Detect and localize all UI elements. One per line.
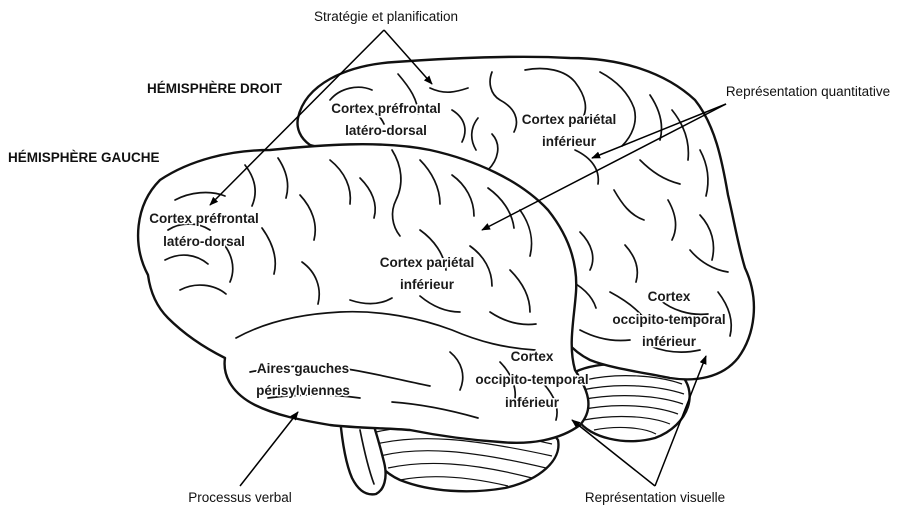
left-occipito-label-line3: inférieur [505, 395, 560, 410]
right-occipito-label-line2: occipito-temporal [612, 312, 725, 327]
right-occipito-label-line3: inférieur [642, 334, 697, 349]
right-parietal-label-line1: Cortex pariétal [522, 112, 617, 127]
right-parietal-label-line2: inférieur [542, 134, 597, 149]
left-hemisphere [138, 144, 588, 494]
left-occipito-label-line1: Cortex [511, 349, 554, 364]
right-prefrontal-label-line2: latéro-dorsal [345, 123, 427, 138]
visual-callout: Représentation visuelle [585, 490, 725, 505]
left-hemisphere-label: HÉMISPHÈRE GAUCHE [8, 150, 160, 165]
left-perisylvian-label-line2: périsylviennes [256, 383, 350, 398]
left-parietal-label-line2: inférieur [400, 277, 455, 292]
right-hemisphere-label: HÉMISPHÈRE DROIT [147, 81, 283, 96]
left-perisylvian-label-line1: Aires gauches [257, 361, 349, 376]
left-parietal-label-line1: Cortex pariétal [380, 255, 475, 270]
left-occipito-label-line2: occipito-temporal [475, 372, 588, 387]
verbal-arrow [240, 412, 298, 486]
right-prefrontal-label-line1: Cortex préfrontal [331, 101, 441, 116]
left-prefrontal-label-line2: latéro-dorsal [163, 234, 245, 249]
quantitative-callout: Représentation quantitative [726, 84, 890, 99]
strategy-callout: Stratégie et planification [314, 9, 458, 24]
right-occipito-label-line1: Cortex [648, 289, 691, 304]
verbal-callout: Processus verbal [188, 490, 292, 505]
left-prefrontal-label-line1: Cortex préfrontal [149, 211, 259, 226]
